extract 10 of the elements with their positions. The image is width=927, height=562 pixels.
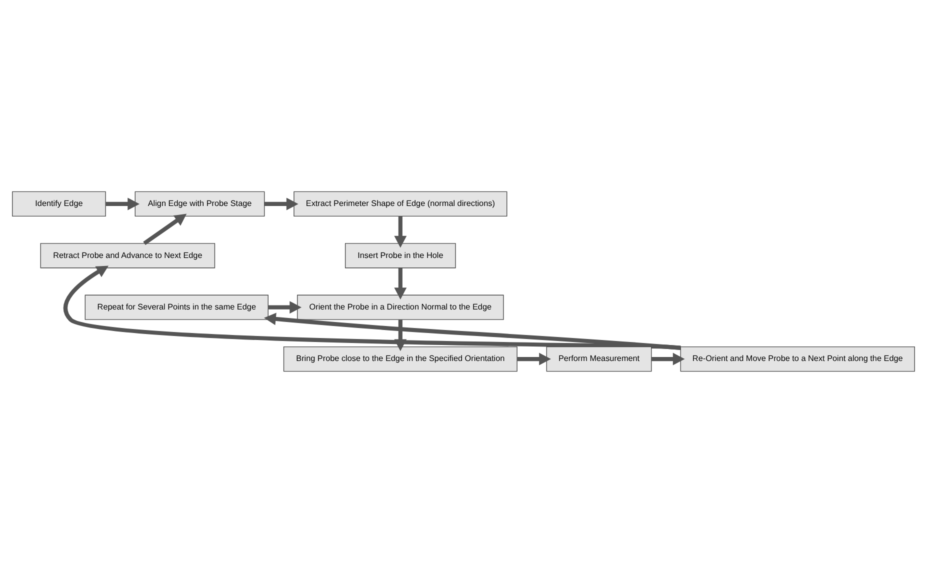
arrow (517, 352, 551, 365)
arrow (106, 197, 140, 210)
arrow (394, 268, 407, 299)
arrow (264, 197, 298, 210)
arrow (64, 265, 681, 350)
arrow (264, 312, 681, 350)
arrow (143, 213, 187, 245)
arrow (652, 352, 685, 365)
arrow (394, 216, 407, 248)
arrow (268, 300, 302, 314)
